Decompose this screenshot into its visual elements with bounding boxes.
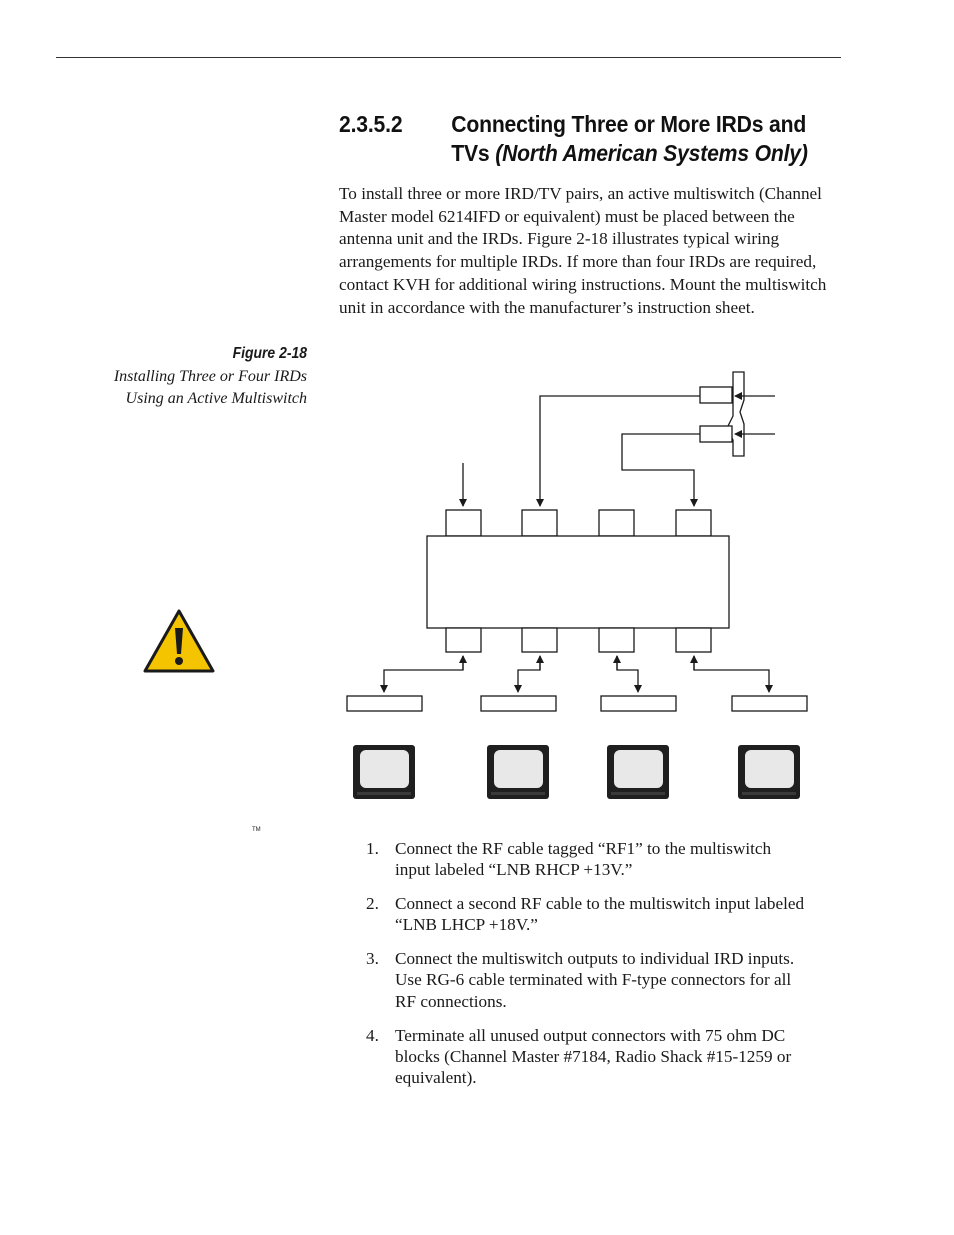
output-cable-3 xyxy=(616,656,642,693)
list-item: 3. Connect the multiswitch outputs to in… xyxy=(366,948,806,1012)
ird-3 xyxy=(600,695,677,712)
antenna-connector-plate xyxy=(726,371,745,457)
step-text: Terminate all unused output connectors w… xyxy=(395,1025,792,1088)
trademark-mark: TM xyxy=(252,827,261,833)
figure-caption-text: Installing Three or Four IRDs Using an A… xyxy=(60,366,307,409)
multiswitch-output-1 xyxy=(445,627,482,653)
antenna-port-top xyxy=(699,386,733,404)
figure-caption-line-1: Installing Three or Four IRDs xyxy=(113,368,307,385)
list-item: 1. Connect the RF cable tagged “RF1” to … xyxy=(366,838,806,881)
header-rule xyxy=(56,57,841,58)
multiswitch-body xyxy=(426,535,730,629)
step-number: 1. xyxy=(366,839,379,858)
step-number: 4. xyxy=(366,1025,379,1045)
step-list: 1. Connect the RF cable tagged “RF1” to … xyxy=(366,838,806,1101)
tv-4 xyxy=(738,745,800,799)
figure-label: Figure 2-18 xyxy=(232,345,307,362)
output-cable-2 xyxy=(514,656,541,693)
section-title: Connecting Three or More IRDs and TVs (N… xyxy=(451,110,837,168)
cable-lhcp xyxy=(621,433,700,507)
output-cable-1 xyxy=(380,656,464,693)
multiswitch-output-2 xyxy=(521,627,558,653)
step-text: Connect the RF cable tagged “RF1” to the… xyxy=(395,839,772,880)
intro-paragraph: To install three or more IRD/TV pairs, a… xyxy=(339,184,827,317)
ird-2 xyxy=(480,695,557,712)
output-cable-4 xyxy=(693,656,773,693)
step-text: Connect the multiswitch outputs to indiv… xyxy=(395,949,795,1011)
tv-3 xyxy=(607,745,669,799)
tv-2 xyxy=(487,745,549,799)
caution-triangle-icon xyxy=(143,609,215,673)
multiswitch-input-3 xyxy=(598,509,635,537)
ird-4 xyxy=(731,695,808,712)
figure-caption: Figure 2-18 Installing Three or Four IRD… xyxy=(60,343,307,409)
section-title-plain: Connecting Three or More IRDs and TVs xyxy=(451,111,807,166)
antenna-port-bottom xyxy=(699,425,733,443)
section-title-italic: (North American Systems Only) xyxy=(495,140,808,166)
step-number: 3. xyxy=(366,949,379,969)
list-item: 4. Terminate all unused output connector… xyxy=(366,1025,806,1089)
tv-1 xyxy=(353,745,415,799)
list-item: 2. Connect a second RF cable to the mult… xyxy=(366,893,806,936)
figure-caption-line-2: Using an Active Multiswitch xyxy=(125,389,307,407)
multiswitch-input-1 xyxy=(445,509,482,537)
multiswitch-input-4 xyxy=(675,509,712,537)
step-text: Connect a second RF cable to the multisw… xyxy=(395,894,805,935)
multiswitch-output-3 xyxy=(598,627,635,653)
ird-1 xyxy=(346,695,423,712)
step-number: 2. xyxy=(366,894,379,914)
multiswitch-output-4 xyxy=(675,627,712,653)
multiswitch-input-2 xyxy=(521,509,558,537)
cable-rhcp xyxy=(536,395,700,507)
section-number: 2.3.5.2 xyxy=(339,111,403,137)
